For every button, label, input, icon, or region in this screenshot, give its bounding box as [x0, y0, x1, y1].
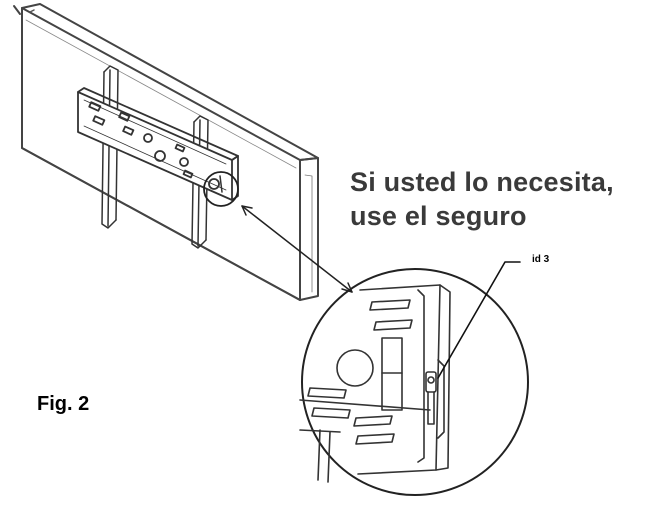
- figure-label: Fig. 2: [37, 393, 90, 415]
- caption-line-1: Si usted lo necesita,: [350, 167, 614, 197]
- caption-line-2: use el seguro: [350, 201, 527, 231]
- corner-mark: [13, 5, 21, 15]
- leader-arrow: [241, 205, 353, 293]
- magnified-detail: [299, 268, 529, 496]
- instruction-caption: Si usted lo necesita, use el seguro: [350, 165, 614, 233]
- callout-pointer: [437, 261, 521, 379]
- part-id-label: id 3: [532, 254, 550, 265]
- horizontal-plate: [77, 87, 239, 201]
- detail-highlight-circle: [203, 171, 239, 207]
- tv-panel: [21, 3, 319, 301]
